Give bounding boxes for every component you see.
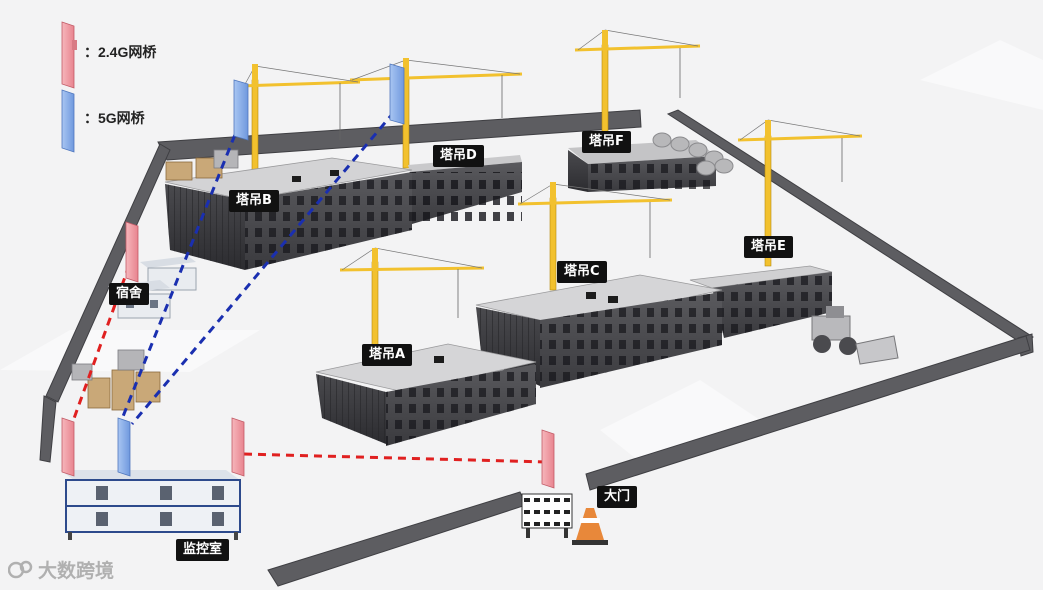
tower-crane-a <box>339 247 485 359</box>
monitor-room-label: 监控室 <box>176 539 230 561</box>
bridge-24g-icons <box>61 21 555 489</box>
crane-d-label: 塔吊D <box>433 145 484 167</box>
tower-crane-e <box>737 119 863 267</box>
crane-f-label: 塔吊F <box>582 131 631 153</box>
gate-label: 大门 <box>597 486 638 508</box>
watermark: 大数跨境 <box>8 556 114 583</box>
building-f <box>568 140 716 192</box>
perimeter-walls <box>39 109 1034 587</box>
building-a <box>315 343 537 446</box>
crane-e-label: 塔吊E <box>744 236 793 258</box>
bridge-5g-icon <box>389 63 405 125</box>
link-5g-crane-d <box>130 111 396 425</box>
crane-a-label: 塔吊A <box>362 344 413 366</box>
tower-crane-c <box>517 182 673 291</box>
building-e <box>689 265 833 338</box>
bridge-5g-icon <box>61 89 75 153</box>
link-24g-gate <box>243 452 547 464</box>
bridge-24g-icon <box>541 429 555 489</box>
bridge-24g-icon <box>61 417 75 477</box>
bulldozer <box>811 306 899 365</box>
links-5g <box>118 111 396 425</box>
crane-c-label: 塔吊C <box>557 261 607 283</box>
crane-b-label: 塔吊B <box>229 190 279 212</box>
bridge-24g-icon <box>125 221 139 283</box>
building-b <box>164 157 413 270</box>
brand-logo-icon <box>8 560 33 578</box>
dormitory-label: 宿舍 <box>109 283 150 305</box>
pipe-stack <box>652 132 734 176</box>
bridge-24g-icon <box>231 417 245 477</box>
links-24g <box>70 251 547 464</box>
bridge-24g-icon <box>61 21 77 89</box>
watermark-text: 大数跨境 <box>38 560 115 582</box>
monitor-room-building <box>60 470 241 540</box>
legend-5g-label: ：5G网桥 <box>84 110 145 126</box>
tower-crane-d <box>349 58 523 169</box>
link-5g-crane-b <box>118 121 242 425</box>
link-24g-dormitory <box>70 251 136 425</box>
bridge-5g-icon <box>233 79 249 141</box>
legend-24g-label: ：2.4G网桥 <box>84 44 157 60</box>
traffic-cone <box>572 508 608 545</box>
gate-barrier <box>521 493 573 538</box>
bridge-5g-icon <box>117 417 131 477</box>
building-d <box>408 155 522 224</box>
bridge-5g-icons <box>61 63 405 477</box>
